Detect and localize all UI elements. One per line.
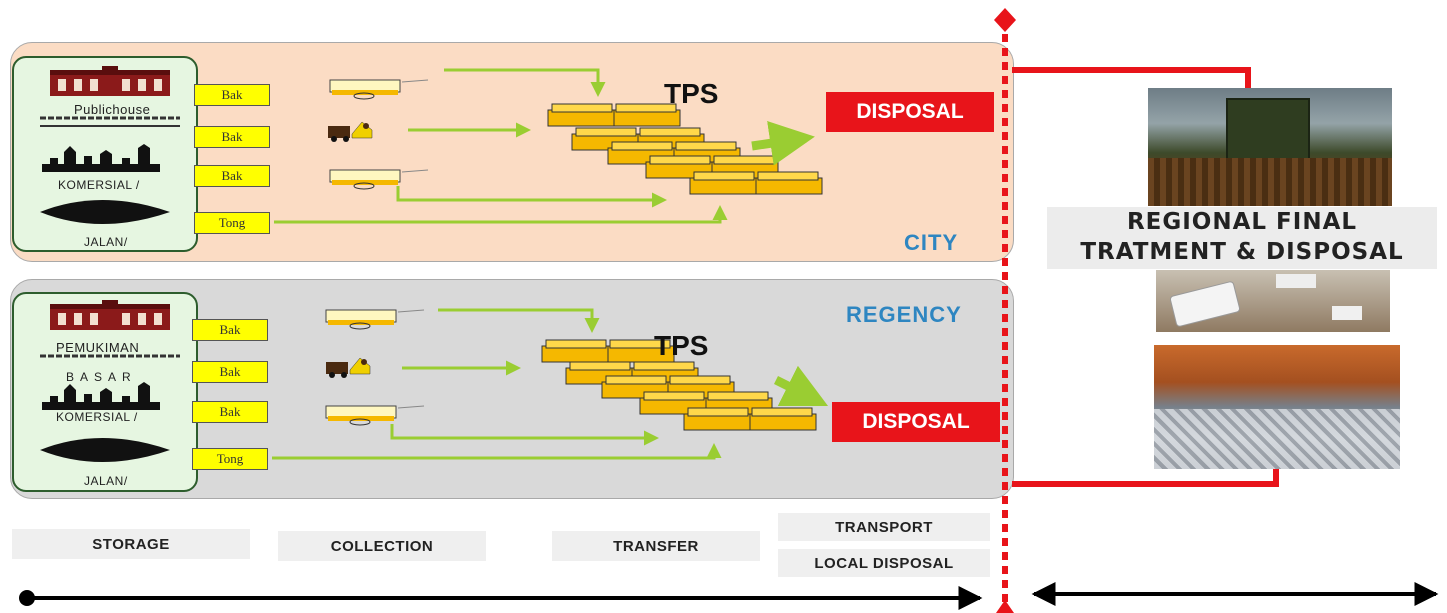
city-skyline-icon — [42, 144, 160, 172]
regency-flow-arrow-4 — [272, 443, 722, 460]
city-source-label-publichouse: Publichouse — [74, 102, 151, 117]
city-flow-arrow-1 — [444, 68, 606, 97]
regency-container-bak-1: Bak — [192, 319, 268, 341]
city-container-tong: Tong — [194, 212, 270, 234]
city-container-bak-3: Bak — [194, 165, 270, 187]
regency-cart-icon — [325, 309, 425, 330]
city-building-icon — [50, 66, 170, 96]
city-flow-arrow-3 — [396, 186, 667, 208]
regency-container-tong: Tong — [192, 448, 268, 470]
city-truck-icon — [327, 121, 373, 143]
regency-source-label-pemukiman: PEMUKIMAN — [56, 340, 140, 355]
regency-cart-icon-2 — [325, 405, 425, 426]
regency-flow-arrow-3 — [390, 424, 659, 446]
regency-source-label-basar: BASAR — [66, 370, 137, 384]
boundary-diamond-icon — [994, 8, 1016, 32]
regional-photo-composting — [1148, 88, 1392, 206]
regency-building-icon — [50, 300, 170, 330]
city-flow-arrow-disposal — [751, 121, 815, 166]
city-container-bak-1: Bak — [194, 84, 270, 106]
regional-photo-landfill — [1154, 345, 1400, 469]
regency-area-label: REGENCY — [846, 302, 962, 327]
regency-container-bak-2: Bak — [192, 361, 268, 383]
stage-transfer: TRANSFER — [552, 531, 760, 561]
regency-truck-icon — [325, 357, 371, 379]
city-tps-bin-1 — [547, 103, 681, 127]
regency-container-bak-3: Bak — [192, 401, 268, 423]
city-area-label: CITY — [904, 230, 959, 255]
regency-flow-arrow-1 — [438, 308, 600, 333]
regency-source-label-komersial: KOMERSIAL / — [56, 410, 138, 424]
city-source-label-komersial: KOMERSIAL / — [58, 178, 140, 192]
stage-storage: STORAGE — [12, 529, 250, 559]
city-container-bak-2: Bak — [194, 126, 270, 148]
city-road-icon — [40, 200, 170, 224]
regency-disposal-box: DISPOSAL — [832, 402, 1000, 442]
city-flow-arrow-4 — [274, 205, 728, 224]
boundary-bottom-marker — [996, 600, 1014, 613]
stage-collection: COLLECTION — [278, 531, 486, 561]
regency-flow-arrow-disposal — [773, 365, 829, 407]
regency-tps-label: TPS — [654, 330, 709, 361]
regional-label-line-2: TRATMENT & DISPOSAL — [1080, 239, 1404, 265]
regional-label-line-1: REGIONAL FINAL — [1126, 209, 1358, 235]
city-disposal-box: DISPOSAL — [826, 92, 994, 132]
city-source-label-jalan: JALAN/ — [84, 235, 128, 249]
city-cart-icon — [329, 79, 429, 100]
regency-source-label-jalan: JALAN/ — [84, 474, 128, 488]
stage-local-disposal: LOCAL DISPOSAL — [778, 549, 990, 577]
stage-transport: TRANSPORT — [778, 513, 990, 541]
city-tps-label: TPS — [664, 78, 719, 109]
regency-road-icon — [40, 438, 170, 462]
regional-photo-trucks — [1156, 270, 1390, 332]
city-cart-icon-2 — [329, 169, 429, 190]
regency-skyline-icon — [42, 382, 160, 410]
regional-final-label: REGIONAL FINAL TRATMENT & DISPOSAL — [1047, 207, 1437, 269]
